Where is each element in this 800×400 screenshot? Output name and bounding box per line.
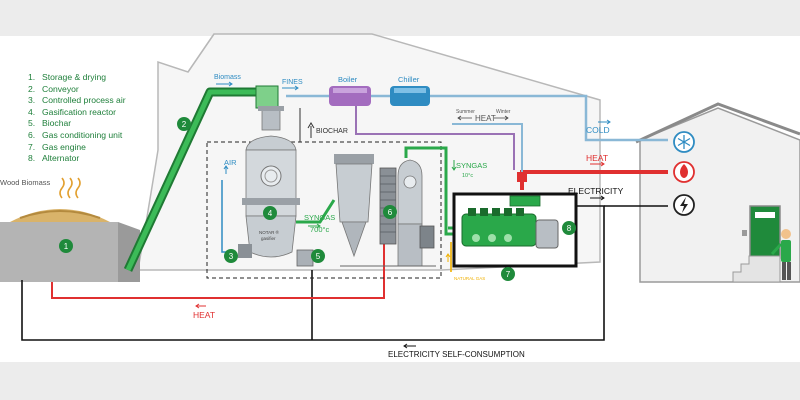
marker-8: 8 [562,221,576,235]
cold-label: COLD [586,125,610,135]
house-door-window [755,212,775,218]
marker-6: 6 [383,205,397,219]
cold-arrow [598,119,611,125]
heat-right-arrow [494,115,509,121]
house-steps [732,255,781,283]
steam-icon [59,177,81,199]
cold-line [286,94,668,142]
syngas-cold-label: SYNGAS [456,161,487,170]
gasifier-brand: NOTAR ® [259,229,280,235]
gasifier-word: gasifier [261,236,276,241]
heat-house-arrow [590,161,605,167]
legend-item: 5.Biochar [28,118,72,129]
electricity-label: ELECTRICITY [568,186,624,196]
legend-item: 4.Gasification reactor [28,106,117,117]
heat-loop-line [452,123,523,172]
svg-text:1: 1 [64,242,69,251]
biochar-container [296,249,314,267]
conveyor-belt [125,89,262,272]
marker-1: 1 [59,239,73,253]
wood-biomass-label: Wood Biomass [0,178,51,187]
legend-item: 8.Alternator [28,153,80,164]
svg-text:3: 3 [229,252,234,261]
marker-4: 4 [263,206,277,220]
fines-arrow [282,85,299,91]
svg-text:4: 4 [268,209,273,218]
person-figure [770,229,791,280]
self-consumption-line [21,205,605,341]
conveyor-hopper [255,85,279,109]
self-consumption-arrow [403,343,416,349]
electricity-arrow [590,195,605,201]
svg-text:7: 7 [506,270,511,279]
flame-icon [673,161,695,183]
electricity-self-consumption-label: ELECTRICITY SELF-CONSUMPTION [388,350,525,359]
house-roof [635,102,800,144]
storage-box-front [0,222,118,282]
lightning-icon [673,194,695,216]
wood-pile-texture [19,210,101,219]
svg-text:2: 2 [182,120,187,129]
marker-5: 5 [311,249,325,263]
syngas-hot-temp: 700°c [310,225,330,234]
wood-pile [10,209,110,222]
gas-engine [452,192,578,268]
winter-label: Winter [496,109,511,115]
air-arrow [223,165,229,174]
natural-gas-arrow [445,253,451,262]
legend: 1.Storage & drying 2.Conveyor 3.Controll… [28,72,126,165]
natural-gas-label: NATURAL GAS [454,276,485,281]
gasification-reactor [238,106,300,258]
syngas-cold-temp: 10°c [462,173,473,179]
chiller-highlight [394,88,426,93]
syngas-line-hot [296,199,336,224]
house-light [742,230,747,236]
heat-left-arrow [457,115,472,121]
legend-item: 3.Controlled process air [28,95,126,106]
snowflake-icon [673,131,695,153]
svg-text:5: 5 [316,252,321,261]
legend-item: 2.Conveyor [28,83,79,94]
fines-label: FINES [282,79,303,86]
heat-top-label: HEAT [475,114,496,123]
biomass-arrow [216,81,233,87]
heat-house-label: HEAT [586,153,608,163]
legend-item: 7.Gas engine [28,141,86,152]
svg-text:6: 6 [388,208,393,217]
syngas-hot-label: SYNGAS [304,213,335,222]
air-label: AIR [224,158,237,167]
heat-bottom-label: HEAT [193,310,215,320]
heat-connector [517,172,527,182]
marker-3: 3 [224,249,238,263]
boiler-highlight [333,88,367,93]
process-enclosure [206,141,442,279]
biochar-label: BIOCHAR [316,128,348,135]
marker-2: 2 [177,117,191,131]
syngas-hot-arrow [308,223,321,229]
syngas-cold-arrow [451,160,457,171]
summer-label: Summer [456,109,475,115]
heat-return-arrow [195,303,206,309]
purple-heat-line [355,104,515,170]
marker-7: 7 [501,267,515,281]
boiler-label: Boiler [338,75,358,84]
biochar-arrow-head [307,122,315,129]
biomass-label: Biomass [214,74,241,81]
legend-item: 1.Storage & drying [28,72,107,82]
heat-return-line [51,218,385,299]
legend-item: 6.Gas conditioning unit [28,129,123,140]
gas-conditioning-unit [334,154,436,267]
svg-text:8: 8 [567,224,572,233]
roof-edge [187,33,215,73]
syngas-line-cold [404,146,456,236]
chiller-label: Chiller [398,75,420,84]
